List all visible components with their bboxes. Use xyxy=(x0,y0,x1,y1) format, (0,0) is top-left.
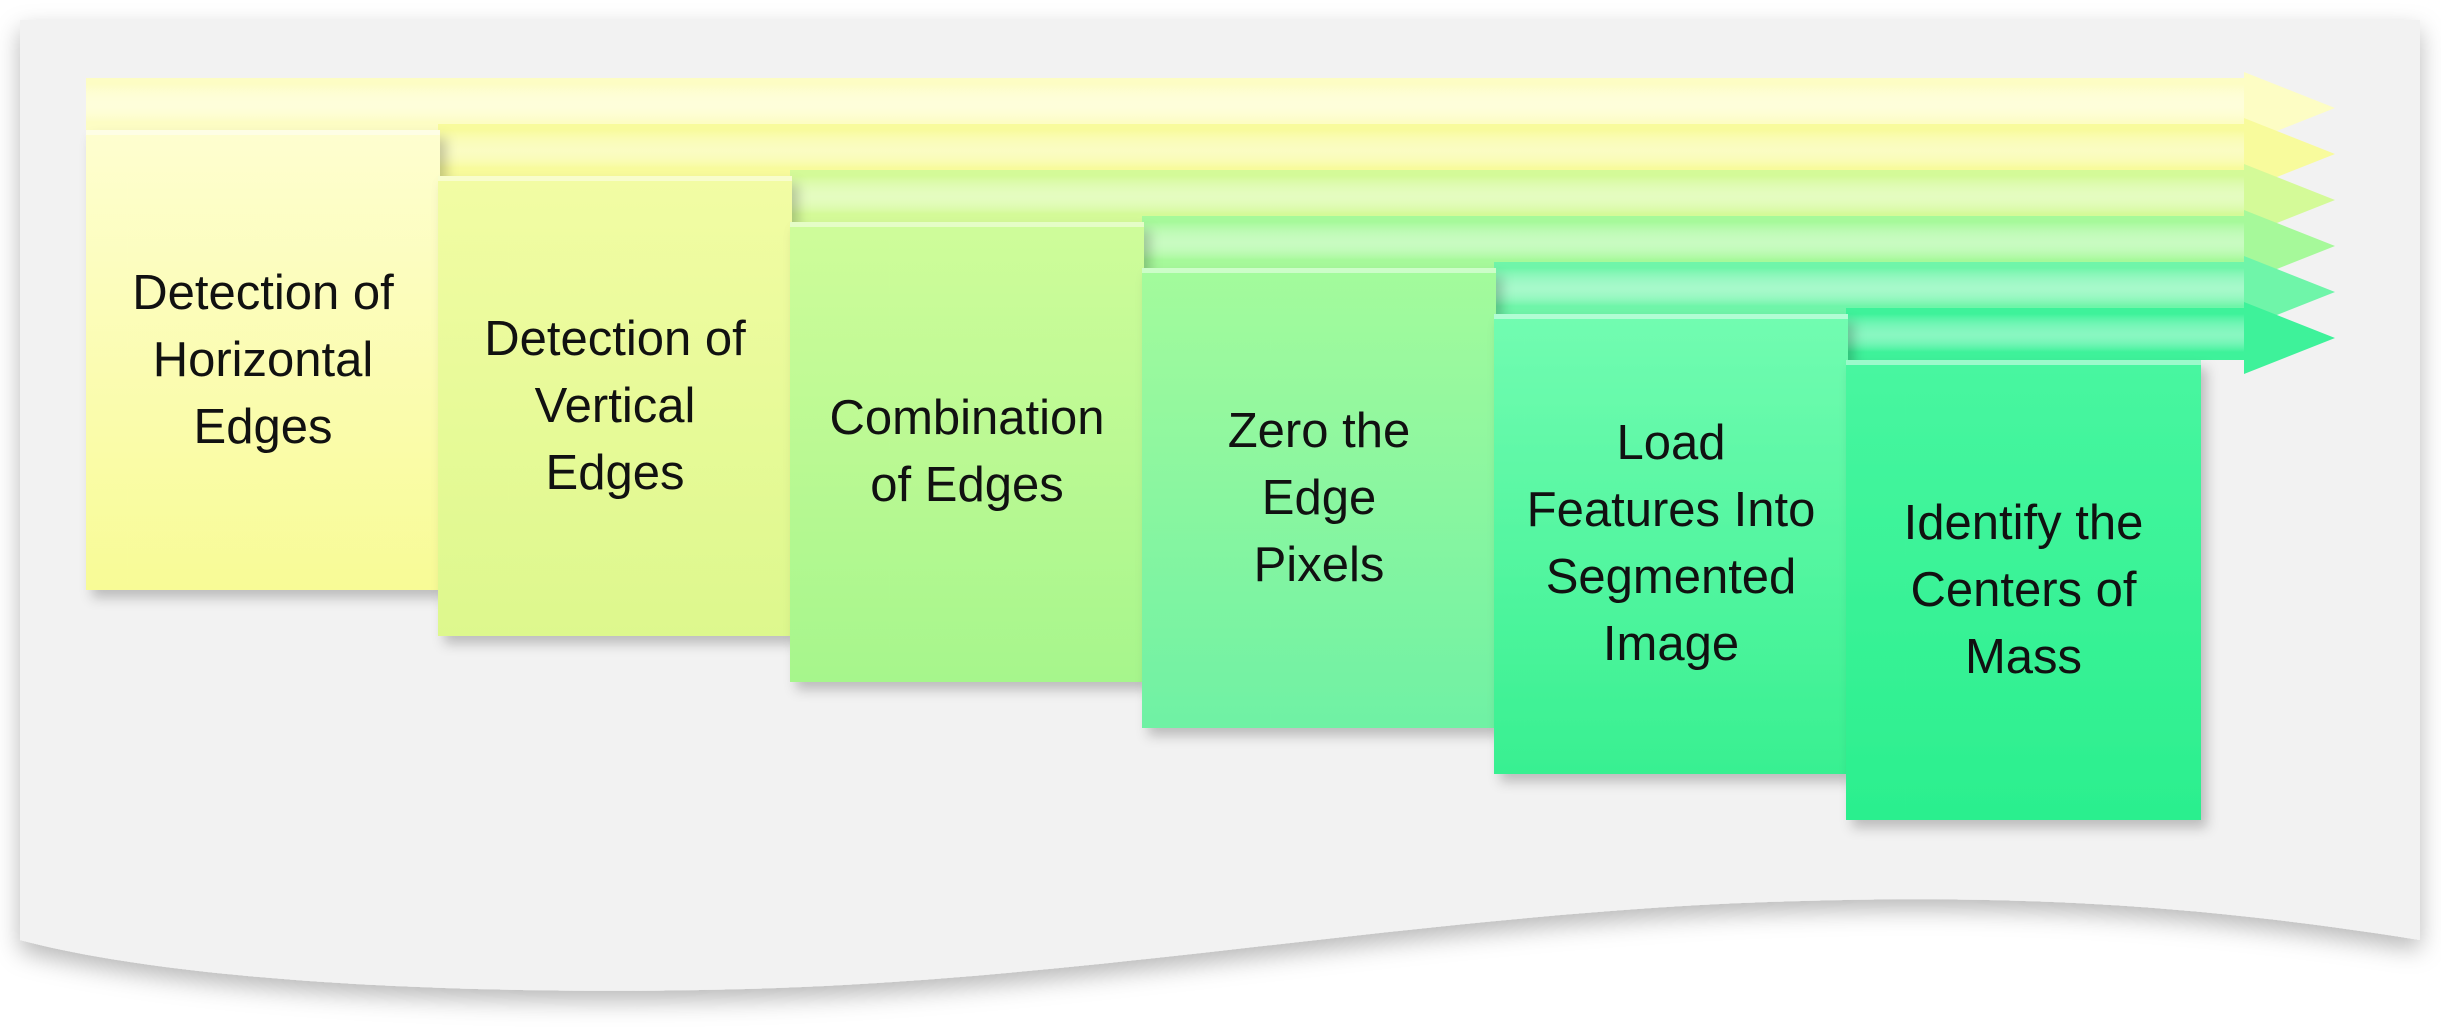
process-arrow-sheen-3 xyxy=(790,176,2244,214)
boxes-layer xyxy=(86,130,2201,820)
step-box-3 xyxy=(790,222,1144,682)
step-box-5 xyxy=(1494,314,1848,774)
process-arrow-sheen-6 xyxy=(1846,314,2244,352)
step-box-highlight-4 xyxy=(1142,268,1496,273)
step-label-1: Detection of Horizontal Edges xyxy=(132,265,394,454)
step-box-highlight-2 xyxy=(438,176,792,181)
step-box-4 xyxy=(1142,268,1496,728)
step-label-5: Load Features Into Segmented Image xyxy=(1526,416,1816,671)
step-label-4: Zero the Edge Pixels xyxy=(1227,403,1411,592)
process-arrow-sheen-2 xyxy=(438,130,2244,168)
step-box-6 xyxy=(1846,360,2201,820)
step-box-2 xyxy=(438,176,792,636)
process-arrow-sheen-1 xyxy=(86,84,2244,122)
step-label-3: Combination of Edges xyxy=(829,391,1105,512)
step-box-highlight-5 xyxy=(1494,314,1848,319)
process-arrow-sheen-5 xyxy=(1494,268,2244,306)
step-box-1 xyxy=(86,130,440,590)
step-box-highlight-6 xyxy=(1846,360,2201,365)
step-box-highlight-1 xyxy=(86,130,440,135)
step-label-2: Detection of Vertical Edges xyxy=(484,311,746,500)
arrows-layer xyxy=(86,72,2335,374)
process-arrow-sheen-4 xyxy=(1142,222,2244,260)
step-box-highlight-3 xyxy=(790,222,1144,227)
step-label-6: Identify the Centers of Mass xyxy=(1903,495,2144,684)
